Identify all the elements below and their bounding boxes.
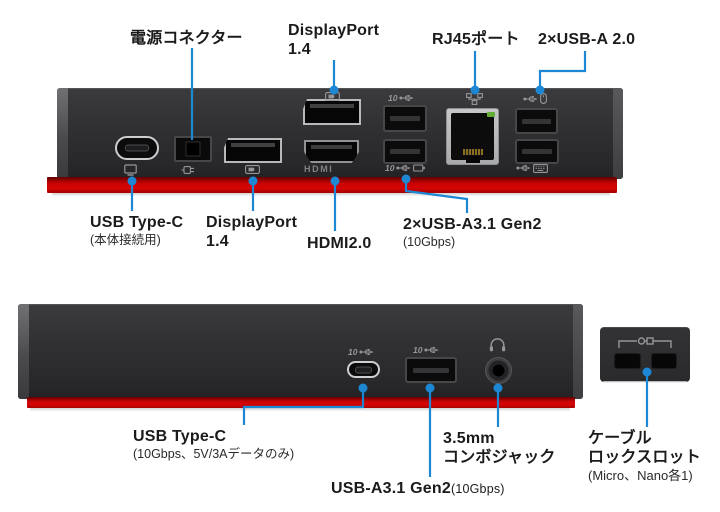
cable-lock-icon — [618, 337, 672, 348]
hdmi-port — [304, 140, 359, 163]
audio-jack-port — [485, 357, 512, 384]
label-usba-front: USB-A3.1 Gen2(10Gbps) — [331, 479, 505, 499]
cable-lock-side-panel — [600, 327, 690, 382]
label-usba-front-text: USB-A3.1 Gen2 — [331, 480, 451, 497]
dock-front-shadow — [30, 408, 570, 411]
usbc-port-front — [347, 361, 380, 378]
hdmi-port-marking: HDMI — [304, 164, 334, 174]
label-lock-line1: ケーブル — [588, 430, 652, 447]
label-usb2: 2×USB-A 2.0 — [538, 30, 635, 49]
label-usbc-host-sub: (本体接続用) — [90, 233, 161, 247]
monitor-icon — [124, 164, 137, 176]
usb-trident-icon — [523, 94, 538, 104]
usb10-battery-marking: 10 — [385, 163, 425, 173]
usb-trident-icon — [516, 163, 531, 173]
label-power-connector: 電源コネクター — [130, 29, 243, 48]
label-dp-version: 1.4 — [288, 41, 311, 58]
label-cable-lock: ケーブル ロックスロット (Micro、Nano各1) — [588, 429, 701, 484]
label-usbc-host: USB Type-C (本体接続用) — [90, 213, 183, 249]
rj45-pins — [462, 149, 483, 155]
usb-speed-text: 10 — [413, 344, 423, 355]
headphones-icon — [489, 337, 506, 352]
label-rj45: RJ45ポート — [432, 30, 520, 49]
usb-mouse-marking — [523, 93, 547, 104]
lock-slot-nano — [651, 353, 677, 369]
label-usba-front-sub: (10Gbps) — [450, 482, 505, 496]
usb-speed-text: 10 — [348, 346, 358, 357]
usba-2-port-top — [515, 108, 558, 134]
label-usbc-front-sub: (10Gbps、5V/3Aデータのみ) — [133, 447, 295, 461]
label-hdmi-text: HDMI2.0 — [307, 235, 372, 252]
label-dp-bottom-version: 1.4 — [206, 233, 229, 250]
label-usb2-text: 2×USB-A 2.0 — [538, 31, 636, 48]
usba-port-front — [405, 357, 457, 383]
usb10-marking-front-a: 10 — [413, 345, 439, 355]
usbc-port-host — [115, 136, 159, 160]
displayport-port-lower — [224, 138, 282, 163]
usb-trident-icon — [399, 93, 414, 103]
label-usb31-sub: (10Gbps) — [403, 235, 456, 249]
usba-gen2-port-bottom — [383, 139, 427, 164]
dock-back-red-base — [47, 177, 617, 193]
usb-speed-text: 10 — [388, 92, 398, 103]
mouse-icon — [540, 93, 547, 104]
label-dp-bottom-text: DisplayPort — [206, 214, 298, 231]
usba-gen2-port-top — [383, 105, 427, 132]
ethernet-icon — [466, 93, 483, 105]
label-usb31-text: 2×USB-A3.1 Gen2 — [403, 216, 542, 233]
label-hdmi: HDMI2.0 — [307, 234, 372, 253]
label-displayport-bottom: DisplayPort 1.4 — [206, 213, 297, 251]
usb10-marking-back-top: 10 — [388, 93, 414, 103]
label-lock-line2: ロックスロット — [588, 449, 701, 466]
label-power-text: 電源コネクター — [130, 30, 243, 47]
dock-front-red-base — [27, 397, 575, 408]
label-usbc-host-text: USB Type-C — [90, 214, 184, 231]
usb-trident-icon — [424, 345, 439, 355]
displayport-port-upper — [303, 99, 361, 125]
displayport-icon-upper — [325, 92, 340, 101]
usb-keyboard-marking — [516, 163, 548, 173]
rj45-led — [487, 112, 495, 117]
displayport-icon-lower — [245, 165, 260, 174]
label-lock-sub: (Micro、Nano各1) — [588, 468, 693, 483]
power-connector-port — [174, 136, 212, 162]
label-combo-text: コンボジャック — [443, 449, 556, 466]
label-rj45-text: RJ45ポート — [432, 31, 520, 48]
keyboard-icon — [533, 164, 548, 173]
label-combo-size: 3.5mm — [443, 430, 495, 447]
label-dp-text: DisplayPort — [288, 22, 380, 39]
label-usb31: 2×USB-A3.1 Gen2 (10Gbps) — [403, 215, 542, 251]
dock-back-shadow — [52, 193, 610, 196]
usb10-marking-front-c: 10 — [348, 347, 374, 357]
usb-trident-icon — [359, 347, 374, 357]
usba-2-port-bottom — [515, 139, 559, 164]
rj45-tab — [465, 156, 480, 163]
leader-usb2 — [538, 51, 587, 90]
power-icon — [181, 165, 196, 175]
lock-slot-micro — [614, 353, 641, 369]
dock-front-panel — [18, 304, 583, 399]
label-usbc-front: USB Type-C (10Gbps、5V/3Aデータのみ) — [133, 427, 294, 463]
usb-speed-text: 10 — [385, 162, 395, 173]
lock-panel-shadow — [603, 381, 687, 383]
usb-trident-icon — [396, 163, 411, 173]
battery-icon — [413, 164, 425, 172]
label-displayport-top: DisplayPort 1.4 — [288, 21, 379, 59]
label-usbc-front-text: USB Type-C — [133, 428, 227, 445]
rj45-port — [446, 108, 499, 165]
label-combo-jack: 3.5mm コンボジャック — [443, 429, 556, 467]
